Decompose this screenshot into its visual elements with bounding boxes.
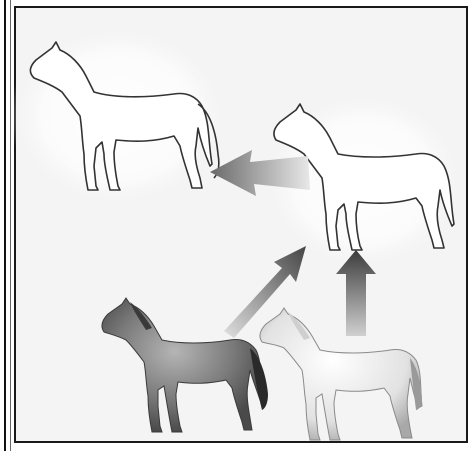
- horse-breeding-diagram: [14, 6, 468, 443]
- white-horse-icon: [260, 308, 422, 440]
- left-border-line-inner: [10, 0, 11, 451]
- left-border-line: [4, 0, 6, 451]
